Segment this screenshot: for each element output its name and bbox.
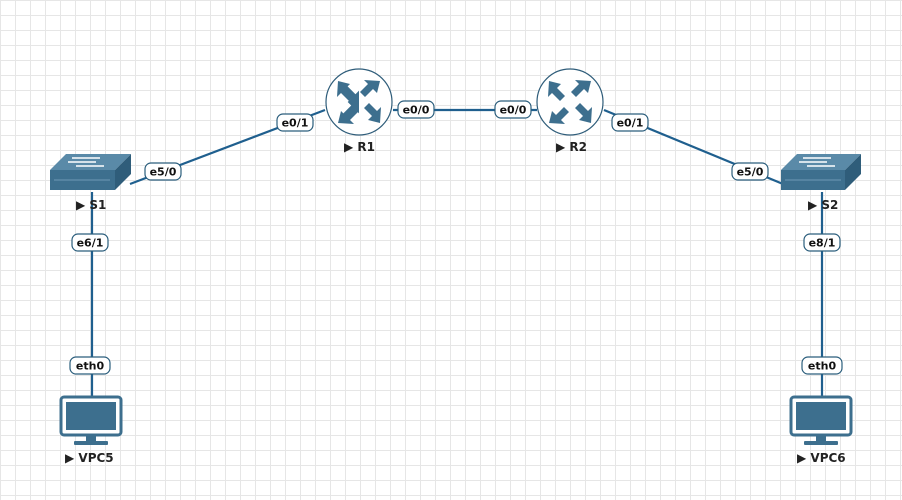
switch-icon	[50, 154, 131, 190]
port-r1-e0-1[interactable]: e0/1	[276, 113, 314, 132]
port-label: e0/0	[500, 104, 527, 117]
switch-s1-label: ▶ S1	[76, 198, 106, 212]
port-label: e5/0	[150, 166, 177, 179]
switch-s2[interactable]: ▶ S2	[781, 154, 861, 212]
vpc5-label: ▶ VPC5	[65, 451, 114, 465]
port-label: e0/0	[403, 104, 430, 117]
vpc6-label: ▶ VPC6	[797, 451, 846, 465]
port-s2-e8-1[interactable]: e8/1	[803, 233, 841, 252]
router-r1[interactable]: ▶ R1	[325, 68, 393, 154]
port-label: e6/1	[77, 237, 104, 250]
router-r1-label: ▶ R1	[344, 140, 375, 154]
port-s1-e5-0[interactable]: e5/0	[144, 162, 182, 181]
port-r1-e0-0[interactable]: e0/0	[397, 100, 435, 119]
port-label: e5/0	[737, 166, 764, 179]
port-label: e0/1	[282, 117, 309, 130]
port-label: eth0	[76, 360, 105, 373]
vpc5[interactable]: ▶ VPC5	[59, 395, 123, 465]
router-icon	[536, 68, 604, 136]
router-icon	[325, 68, 393, 136]
port-s1-e6-1[interactable]: e6/1	[71, 233, 109, 252]
router-r2[interactable]: ▶ R2	[536, 68, 604, 154]
port-label: eth0	[808, 360, 837, 373]
port-r2-e0-1[interactable]: e0/1	[611, 113, 649, 132]
monitor-icon	[59, 395, 123, 445]
port-s2-e5-0[interactable]: e5/0	[731, 162, 769, 181]
router-r2-label: ▶ R2	[556, 140, 587, 154]
port-vpc5-eth0[interactable]: eth0	[69, 356, 111, 375]
port-r2-e0-0[interactable]: e0/0	[494, 100, 532, 119]
switch-icon	[781, 154, 861, 190]
vpc6[interactable]: ▶ VPC6	[789, 395, 853, 465]
switch-s2-label: ▶ S2	[808, 198, 838, 212]
monitor-icon	[789, 395, 853, 445]
port-vpc6-eth0[interactable]: eth0	[801, 356, 843, 375]
switch-s1[interactable]: ▶ S1	[50, 154, 131, 212]
port-label: e0/1	[617, 117, 644, 130]
port-label: e8/1	[809, 237, 836, 250]
